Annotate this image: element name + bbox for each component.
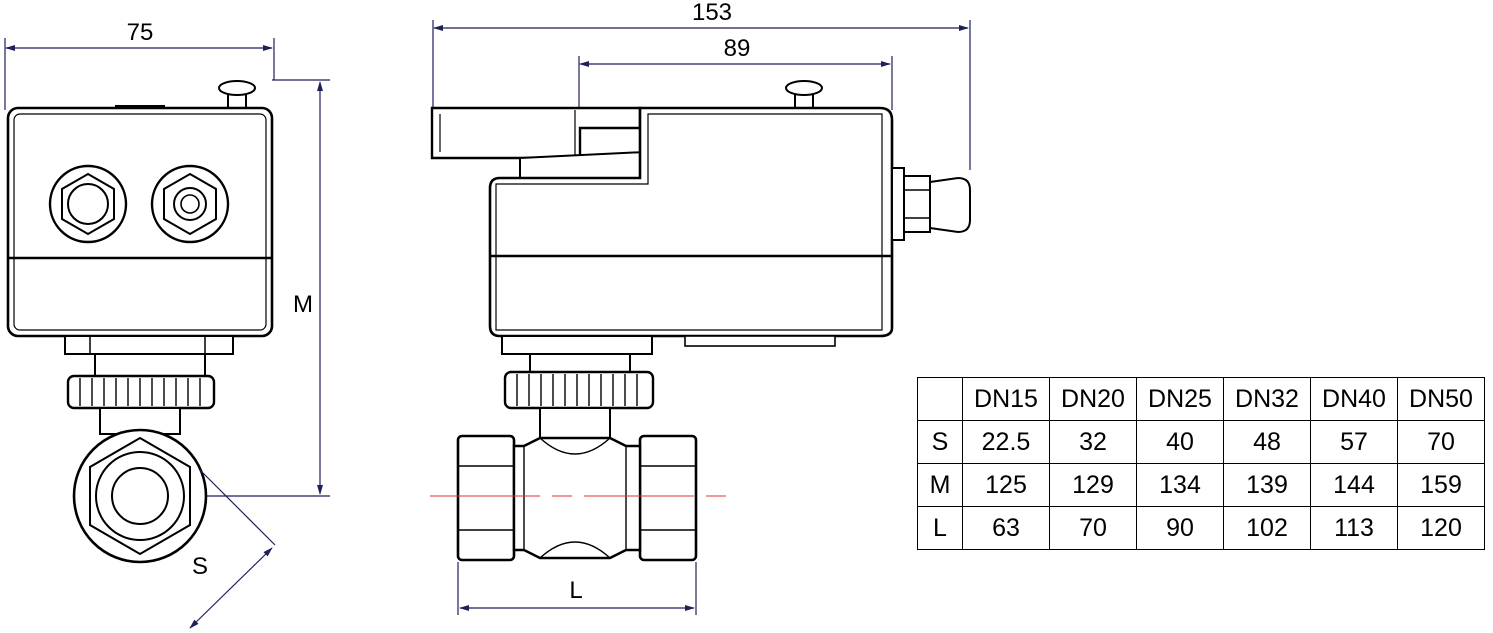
table-cell: 144 [1310,463,1398,507]
table-row: L 63 70 90 102 113 120 [917,506,1485,550]
cable-gland-right [150,164,230,244]
table-row: S 22.5 32 40 48 57 70 [917,420,1485,464]
dim-89-label: 89 [724,35,751,62]
table-cell: 139 [1223,463,1311,507]
table-cell: 48 [1223,420,1311,464]
column-header: DN50 [1397,377,1485,421]
knurled-nut-front [66,374,216,410]
dim-s-label: S [192,553,208,580]
table-cell: 125 [962,463,1050,507]
actuator-body-side [488,106,894,338]
dim-75-label: 75 [127,19,154,46]
dim-m-label: M [293,291,313,318]
valve-body-side [456,434,698,562]
table-cell: 90 [1136,506,1224,550]
row-label: M [917,463,963,507]
table-row: M 125 129 134 139 144 159 [917,463,1485,507]
table-cell: 134 [1136,463,1224,507]
table-cell: 113 [1310,506,1398,550]
front-view: 75 M [4,19,330,629]
actuator-housing [6,106,274,338]
dim-l-label: L [569,577,582,604]
dim-153-label: 153 [692,0,732,26]
row-label: S [917,420,963,464]
table-corner-cell [917,377,963,421]
table-header-row: DN15 DN20 DN25 DN32 DN40 DN50 [917,377,1485,421]
column-header: DN15 [962,377,1050,421]
table-cell: 102 [1223,506,1311,550]
row-label: L [917,506,963,550]
manual-lever [430,106,650,181]
table-cell: 129 [1049,463,1137,507]
table-cell: 22.5 [962,420,1050,464]
valve-body-end [72,428,208,564]
table-cell: 32 [1049,420,1137,464]
table-cell: 120 [1397,506,1485,550]
table-cell: 40 [1136,420,1224,464]
column-header: DN25 [1136,377,1224,421]
column-header: DN20 [1049,377,1137,421]
table-cell: 57 [1310,420,1398,464]
knurled-nut-side [503,370,655,410]
table-cell: 159 [1397,463,1485,507]
table-cell: 70 [1397,420,1485,464]
table-cell: 63 [962,506,1050,550]
column-header: DN40 [1310,377,1398,421]
cable-gland-side [891,167,971,241]
cable-gland-left [48,164,128,244]
table-cell: 70 [1049,506,1137,550]
dimension-table: DN15 DN20 DN25 DN32 DN40 DN50 S 22.5 32 … [917,377,1485,550]
side-view: 153 89 [430,0,971,615]
column-header: DN32 [1223,377,1311,421]
